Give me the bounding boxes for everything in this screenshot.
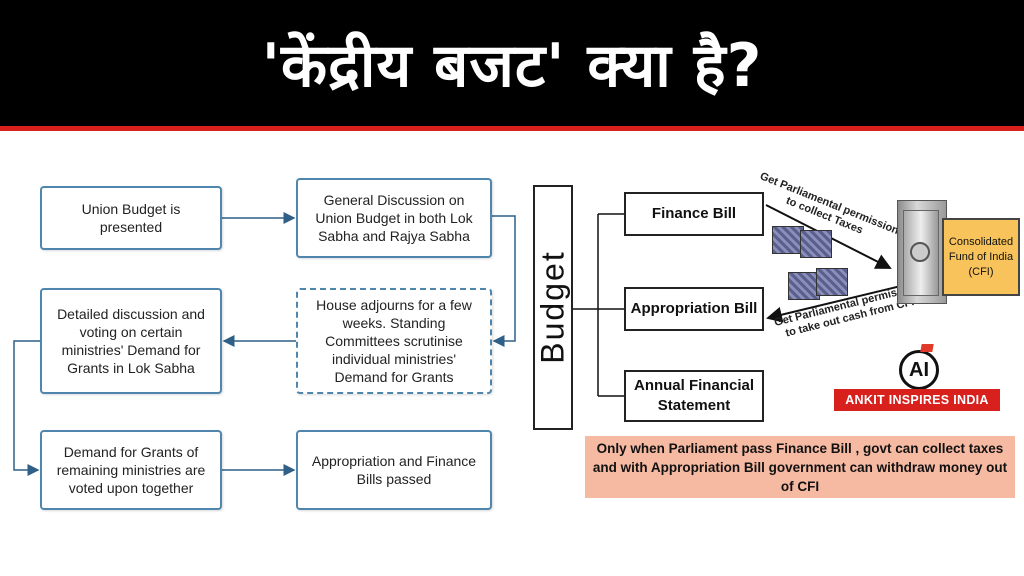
vault-wheel-icon	[910, 242, 930, 262]
house-adjourns-box: House adjourns for a few weeks. Standing…	[296, 288, 492, 394]
cfi-box: Consolidated Fund of India (CFI)	[942, 218, 1020, 296]
bills-passed-box: Appropriation and Finance Bills passed	[296, 430, 492, 510]
brand-banner: ANKIT INSPIRES INDIA	[834, 389, 1000, 411]
detailed-discussion-box: Detailed discussion and voting on certai…	[40, 288, 222, 394]
brand-logo: AI	[899, 350, 939, 390]
general-discussion-box: General Discussion on Union Budget in bo…	[296, 178, 492, 258]
union-budget-box: Union Budget is presented	[40, 186, 222, 250]
annual-statement-box: Annual Financial Statement	[624, 370, 764, 422]
budget-box	[533, 185, 573, 430]
cash-bundle-icon	[800, 230, 832, 258]
remaining-demands-box: Demand for Grants of remaining ministrie…	[40, 430, 222, 510]
budget-label: Budget	[534, 250, 571, 364]
appropriation-bill-box: Appropriation Bill	[624, 287, 764, 331]
cash-bundle-icon	[816, 268, 848, 296]
graduation-cap-icon	[920, 344, 934, 352]
header-bar	[0, 0, 1024, 126]
summary-note: Only when Parliament pass Finance Bill ,…	[585, 436, 1015, 498]
finance-bill-box: Finance Bill	[624, 192, 764, 236]
header-divider	[0, 126, 1024, 131]
page-title: 'केंद्रीय बजट' क्या है?	[261, 31, 763, 101]
